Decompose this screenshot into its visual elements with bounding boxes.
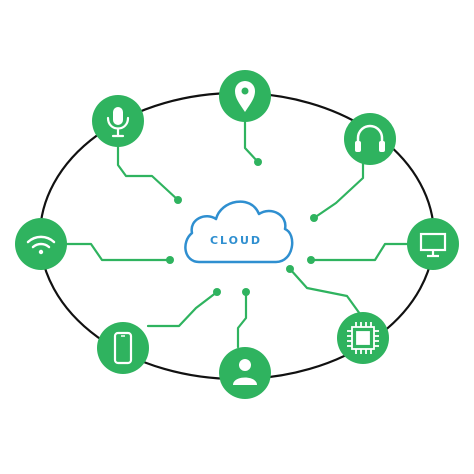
node-wifi[interactable] [15, 218, 67, 270]
cpu-chip-icon [347, 322, 379, 354]
connector-headphones [312, 161, 365, 220]
map-pin-icon [235, 81, 255, 112]
connector-monitor [309, 242, 409, 262]
connector-map-pin [243, 120, 260, 164]
smartphone-icon [113, 331, 133, 365]
node-cpu-chip[interactable] [337, 312, 389, 364]
node-user[interactable] [219, 347, 271, 399]
node-smartphone[interactable] [97, 322, 149, 374]
connector-cpu [288, 267, 362, 316]
connector-smartphone [146, 290, 219, 328]
connector-dot [286, 265, 294, 273]
connector-dot [254, 158, 262, 166]
connector-dot [174, 196, 182, 204]
wifi-icon [26, 235, 56, 255]
connector-user [236, 290, 248, 349]
connector-dot [213, 288, 221, 296]
connector-dot [166, 256, 174, 264]
connector-wifi [65, 242, 172, 262]
node-map-pin[interactable] [219, 70, 271, 122]
microphone-icon [106, 107, 130, 138]
connectors [65, 120, 409, 349]
node-monitor[interactable] [407, 218, 459, 270]
connector-dot [310, 214, 318, 222]
connector-microphone [116, 143, 180, 202]
connector-dot [307, 256, 315, 264]
cloud: CLOUD [184, 200, 294, 264]
cloud-icon [184, 200, 294, 264]
connector-dots [166, 158, 318, 296]
node-headphones[interactable] [344, 113, 396, 165]
cloud-label: CLOUD [210, 234, 262, 247]
monitor-icon [419, 232, 447, 258]
headphones-icon [355, 124, 385, 152]
node-microphone[interactable] [92, 95, 144, 147]
connector-dot [242, 288, 250, 296]
user-icon [233, 359, 257, 385]
